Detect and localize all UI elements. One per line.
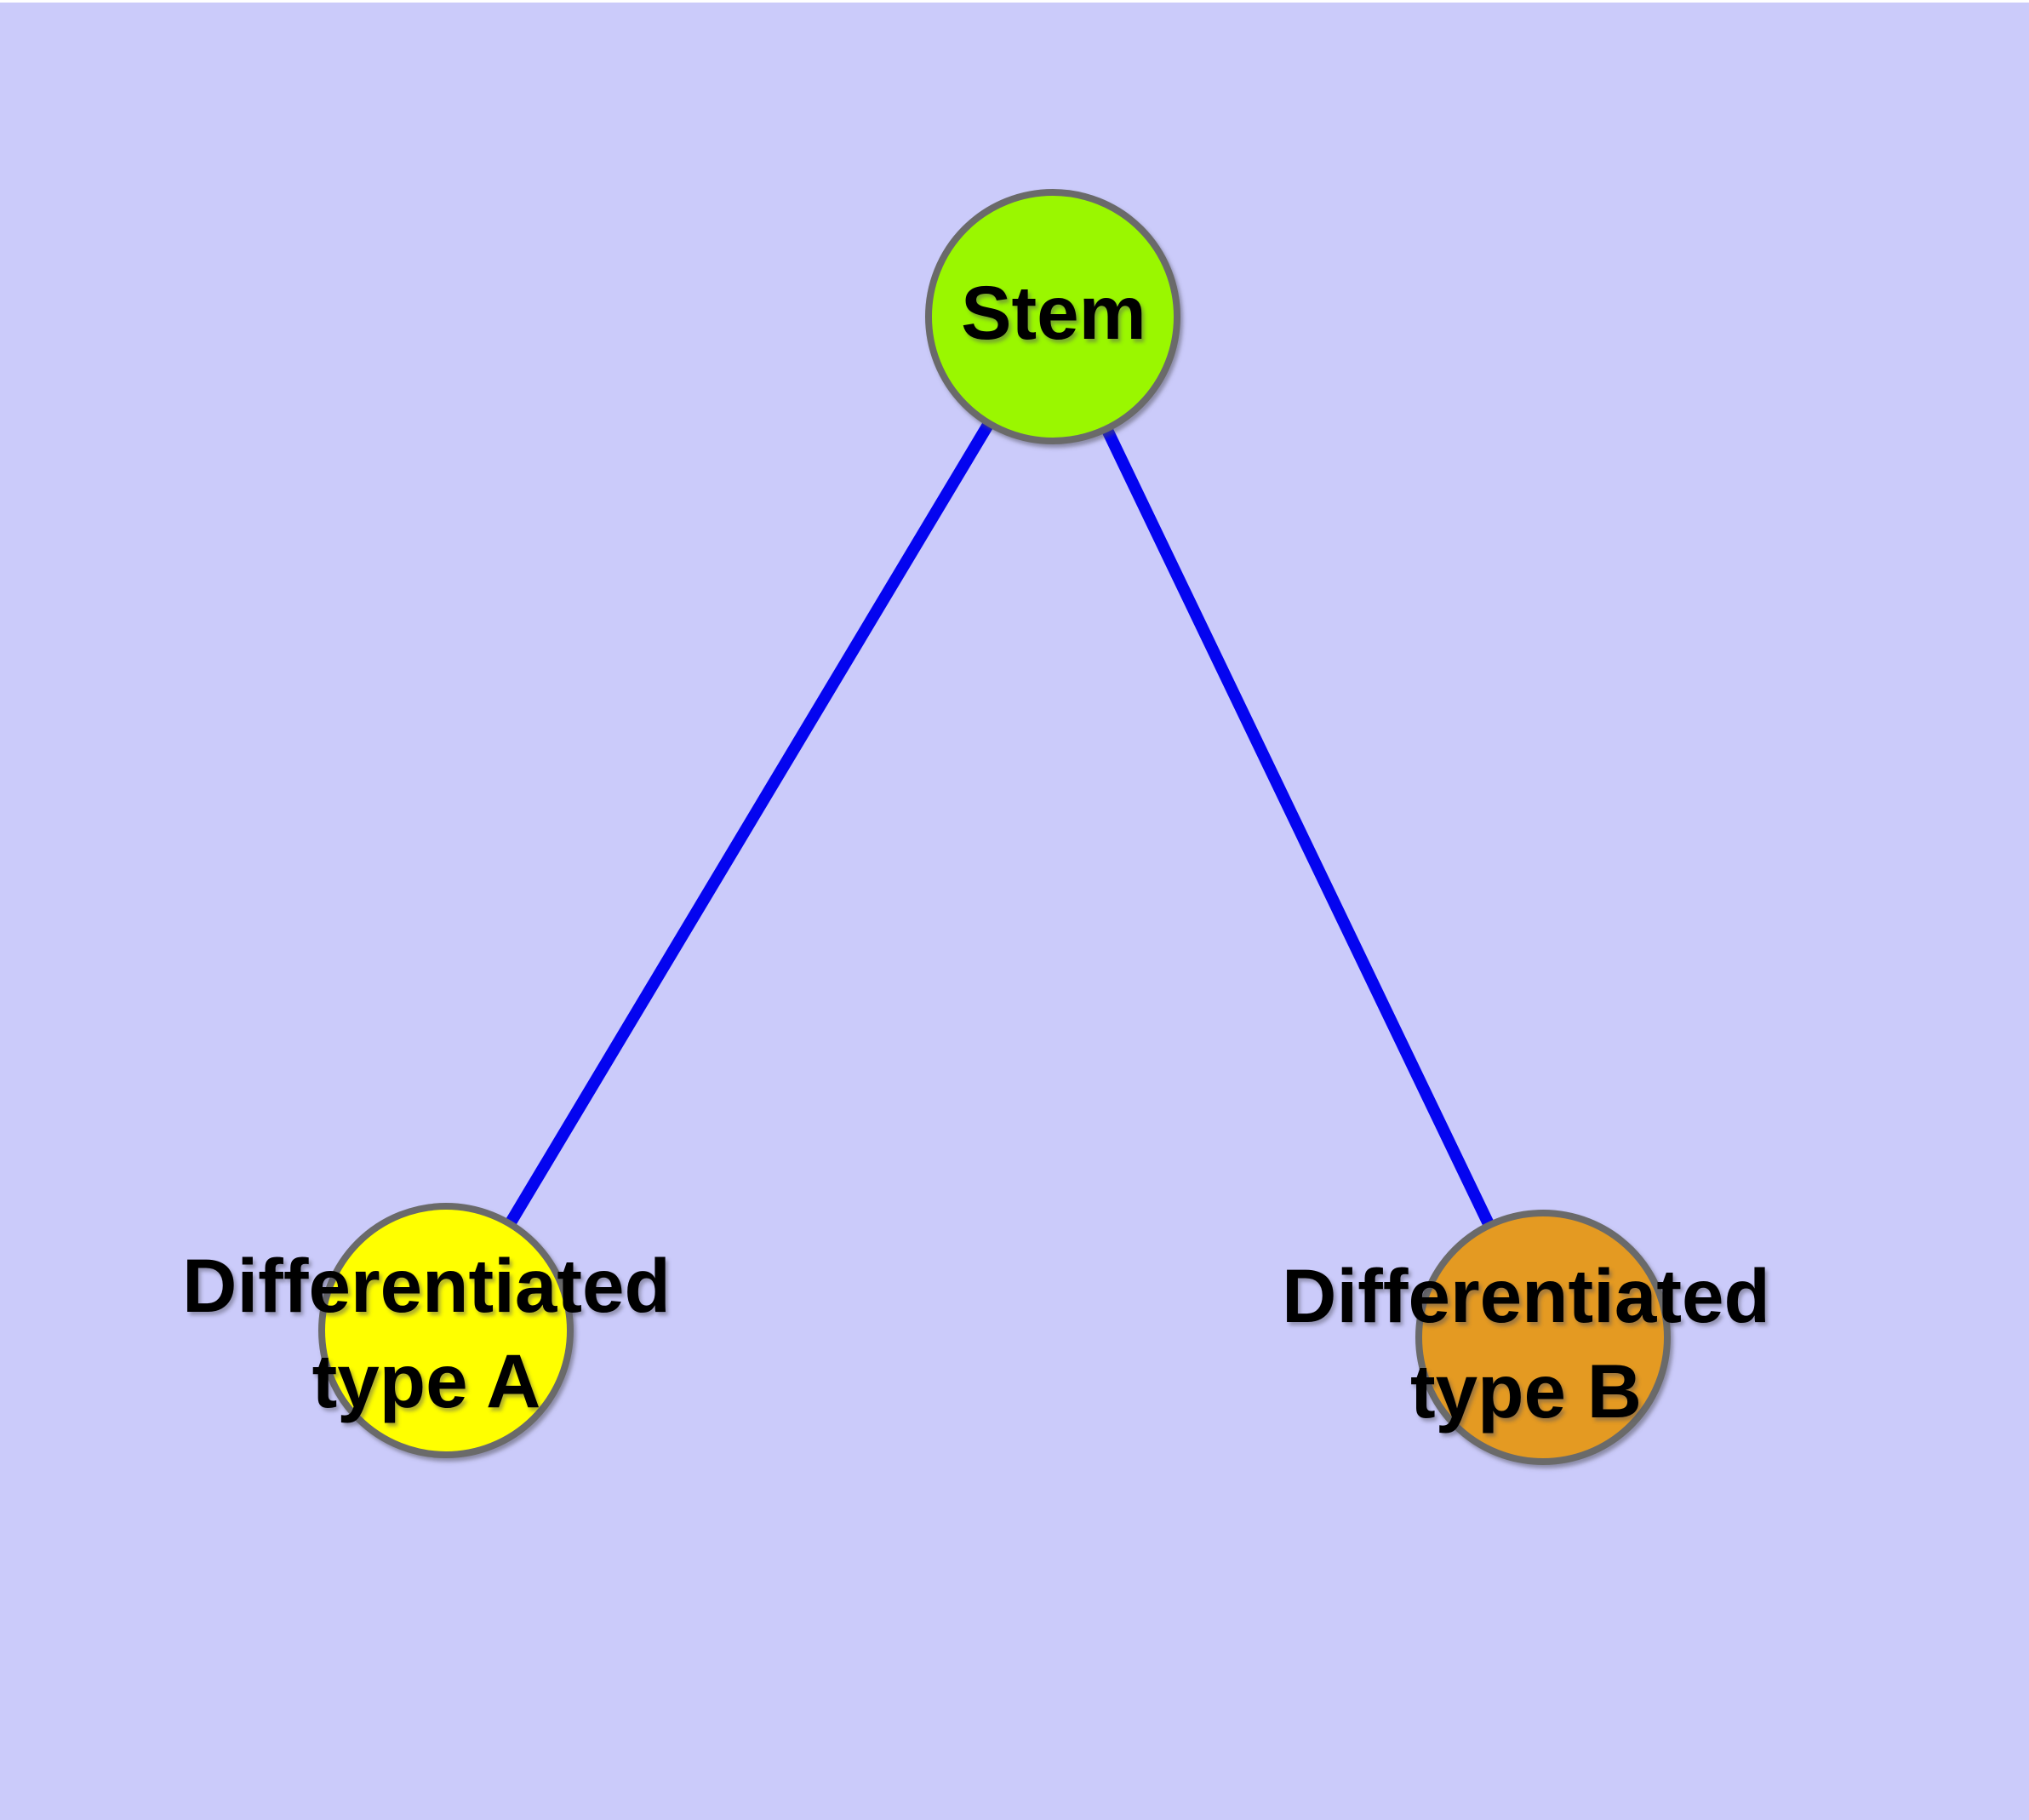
node-label-differentiated-type-a: Differentiated type A: [182, 1238, 671, 1428]
nodes-layer: [318, 189, 1671, 1465]
node-label-differentiated-type-b: Differentiated type B: [1282, 1248, 1770, 1439]
window-edge-highlight: [0, 0, 2029, 3]
node-differentiated-type-b: [1415, 1210, 1671, 1465]
label-line: type A: [311, 1338, 541, 1423]
label-line: Stem: [961, 270, 1146, 355]
label-line: Differentiated: [1282, 1253, 1770, 1338]
label-line: type B: [1409, 1348, 1642, 1434]
edge-stem-to-differentiated-type-a: [440, 313, 1059, 1334]
node-label-stem: Stem: [961, 265, 1146, 360]
edges-layer: [440, 313, 1549, 1341]
label-line: Differentiated: [182, 1243, 671, 1328]
node-stem: [925, 189, 1180, 444]
edge-stem-to-differentiated-type-b: [1047, 313, 1549, 1341]
node-differentiated-type-a: [318, 1203, 574, 1458]
